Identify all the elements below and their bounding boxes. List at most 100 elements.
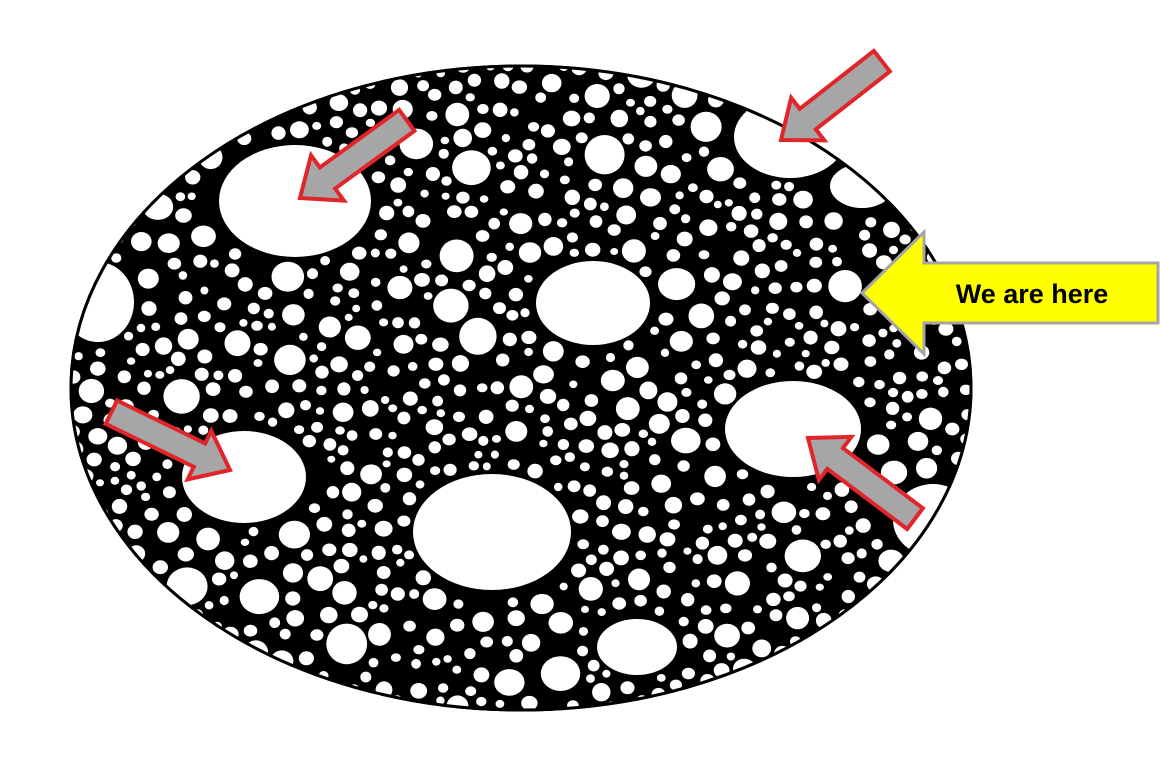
small-bubble <box>807 483 816 491</box>
small-bubble <box>955 359 968 370</box>
small-bubble <box>635 156 658 177</box>
small-bubble <box>770 609 783 621</box>
small-bubble <box>500 180 515 193</box>
small-bubble <box>493 103 508 117</box>
small-bubble <box>311 422 323 433</box>
small-bubble <box>919 408 942 430</box>
small-bubble <box>480 637 493 648</box>
small-bubble <box>862 334 875 347</box>
small-bubble <box>689 304 715 329</box>
small-bubble <box>806 365 822 379</box>
small-bubble <box>675 372 688 384</box>
small-bubble <box>538 213 551 226</box>
small-bubble <box>602 467 613 477</box>
small-bubble <box>543 341 564 361</box>
small-bubble <box>179 291 193 304</box>
small-bubble <box>421 260 431 269</box>
small-bubble <box>229 248 241 259</box>
small-bubble <box>340 461 354 475</box>
small-bubble <box>799 509 810 518</box>
small-bubble <box>210 259 219 267</box>
small-bubble <box>698 619 714 634</box>
small-bubble <box>624 441 639 456</box>
small-bubble <box>859 230 870 241</box>
small-bubble <box>613 83 624 94</box>
small-bubble <box>724 370 736 380</box>
small-bubble <box>127 357 135 364</box>
small-bubble <box>916 389 927 399</box>
small-bubble <box>330 296 340 305</box>
small-bubble <box>179 271 188 280</box>
small-bubble <box>404 168 413 176</box>
small-bubble <box>158 233 180 253</box>
small-bubble <box>704 267 720 283</box>
small-bubble <box>141 301 156 316</box>
small-bubble <box>251 321 263 331</box>
small-bubble <box>785 540 821 573</box>
small-bubble <box>732 206 747 221</box>
small-bubble <box>438 374 450 385</box>
small-bubble <box>342 524 356 537</box>
small-bubble <box>699 250 710 259</box>
small-bubble <box>824 341 839 354</box>
small-bubble <box>820 540 831 549</box>
small-bubble <box>315 366 328 379</box>
small-bubble <box>708 546 728 565</box>
small-bubble <box>87 453 102 467</box>
small-bubble <box>597 425 612 440</box>
small-bubble <box>316 386 326 395</box>
small-bubble <box>725 316 736 327</box>
small-bubble <box>648 438 657 446</box>
small-bubble <box>383 447 393 457</box>
small-bubble <box>228 369 242 383</box>
small-bubble <box>90 362 106 376</box>
small-bubble <box>491 381 505 394</box>
small-bubble <box>585 135 625 174</box>
small-bubble <box>230 571 238 579</box>
small-bubble <box>659 313 674 326</box>
small-bubble <box>611 110 629 128</box>
small-bubble <box>590 215 603 228</box>
small-bubble <box>292 379 306 392</box>
small-bubble <box>280 629 291 640</box>
small-bubble <box>452 355 469 372</box>
small-bubble <box>759 534 776 549</box>
small-bubble <box>198 311 211 322</box>
small-bubble <box>368 499 383 513</box>
small-bubble <box>902 412 912 421</box>
small-bubble <box>508 149 523 162</box>
small-bubble <box>352 247 367 260</box>
small-bubble <box>560 583 568 591</box>
small-bubble <box>223 409 238 423</box>
small-bubble <box>162 459 172 469</box>
small-bubble <box>444 464 457 476</box>
small-bubble <box>706 333 719 345</box>
small-bubble <box>121 485 132 496</box>
small-bubble <box>856 518 871 533</box>
small-bubble <box>465 686 476 696</box>
small-bubble <box>715 291 730 305</box>
small-bubble <box>560 176 570 185</box>
small-bubble <box>585 243 600 257</box>
small-bubble <box>707 574 722 588</box>
small-bubble <box>714 201 722 209</box>
small-bubble <box>248 303 260 315</box>
small-bubble <box>310 629 323 640</box>
small-bubble <box>271 126 285 140</box>
small-bubble <box>792 525 802 535</box>
small-bubble <box>163 486 176 498</box>
small-bubble <box>464 648 475 659</box>
small-bubble <box>453 129 472 147</box>
small-bubble <box>327 486 340 498</box>
small-bubble <box>345 326 371 350</box>
small-bubble <box>638 507 649 517</box>
small-bubble <box>417 80 429 91</box>
small-bubble <box>611 579 619 587</box>
small-bubble <box>623 340 633 350</box>
small-bubble <box>73 406 92 423</box>
large-bubble <box>62 262 134 342</box>
small-bubble <box>193 255 207 268</box>
small-bubble <box>334 559 350 573</box>
small-bubble <box>493 302 506 314</box>
small-bubble <box>244 625 258 637</box>
